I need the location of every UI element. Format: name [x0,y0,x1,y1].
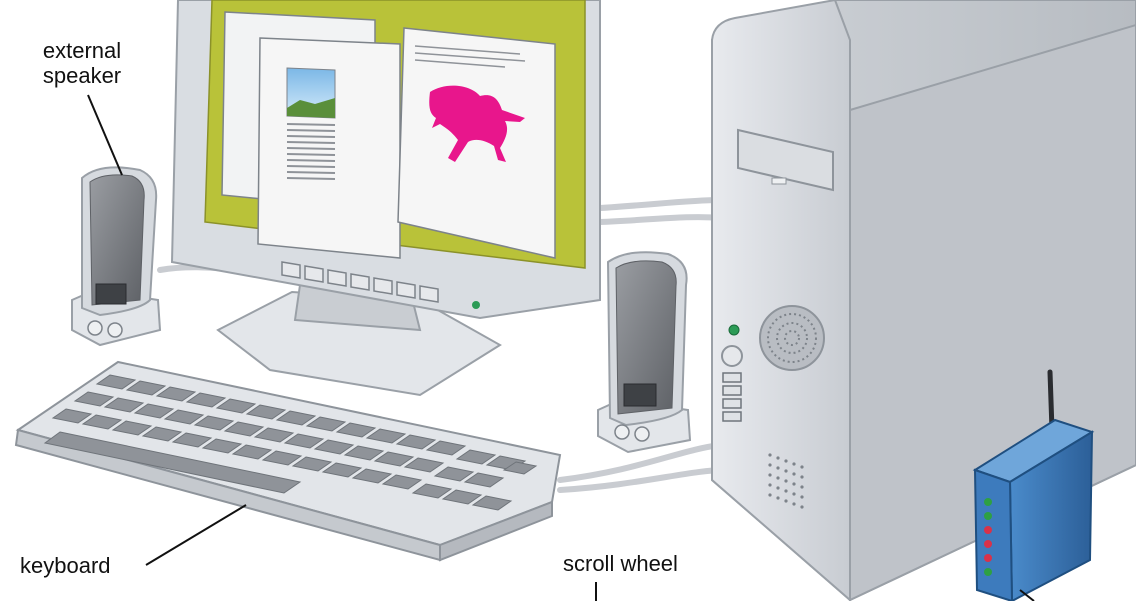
keyboard [16,362,560,560]
keyboard-label: keyboard [20,553,111,578]
keyboard-callout-line [146,505,246,565]
monitor [172,0,600,395]
external-speaker-left [72,167,160,345]
external-speaker-label: external speaker [24,38,140,88]
tower-fan-grille [760,306,824,370]
speaker-callout-line [88,95,122,175]
scroll-wheel-label: scroll wheel [563,551,678,576]
external-speaker-right [598,252,690,452]
